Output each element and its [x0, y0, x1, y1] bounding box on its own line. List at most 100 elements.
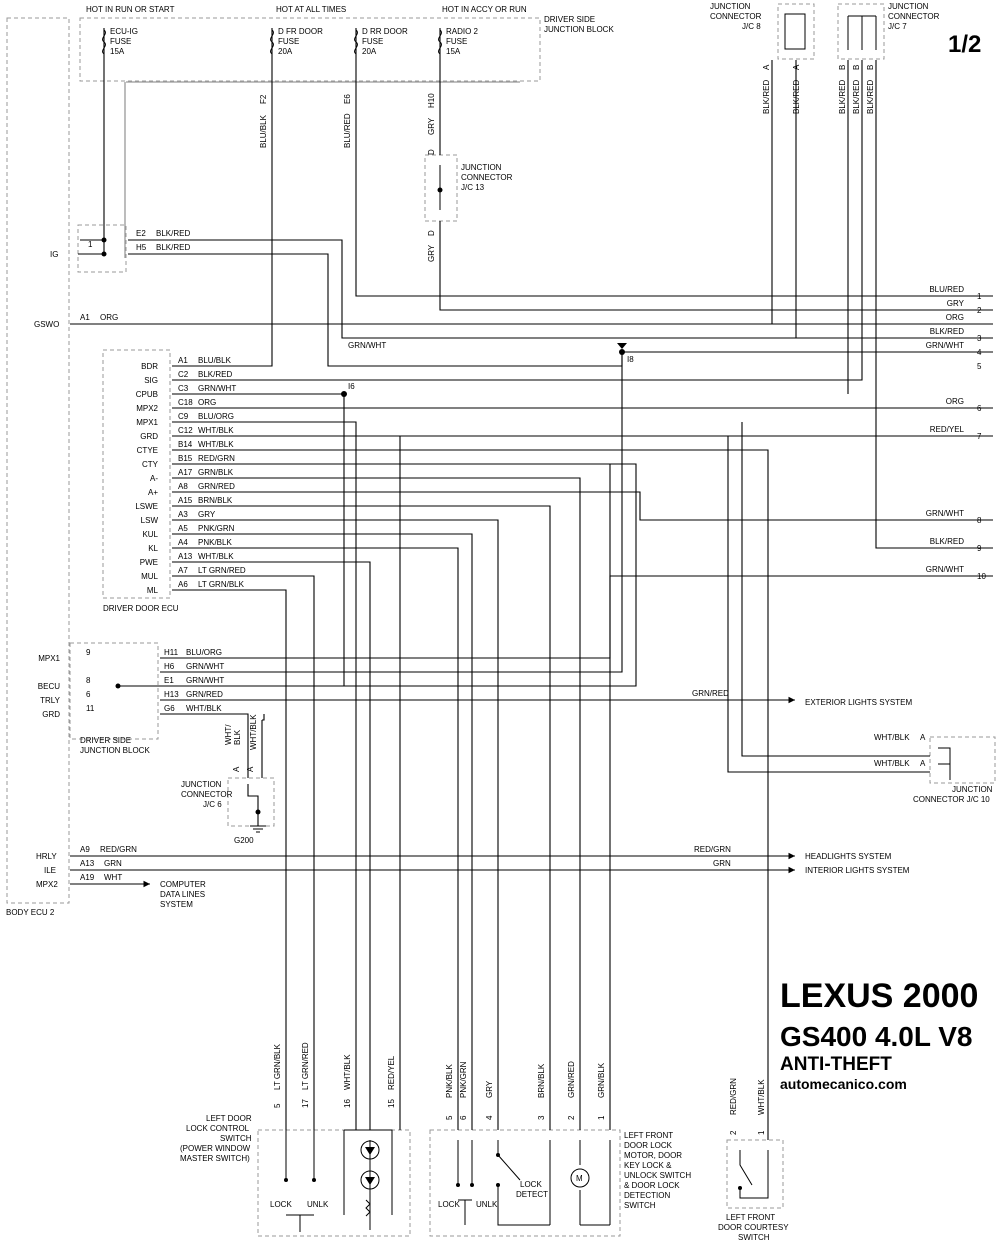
jc10-pin-1: A [920, 733, 926, 742]
door-ecu-pin: A4 [178, 538, 188, 547]
lock-switch-pin-num: 17 [301, 1099, 310, 1108]
motor-pin-wire: PNK/BLK [445, 1064, 454, 1098]
door-lock-motor-outline [429, 1129, 621, 1237]
motor-label-7: DETECTION [624, 1191, 670, 1200]
right-wire-label: ORG [946, 397, 964, 406]
jc7-pin-3: B [866, 65, 875, 70]
page-number: 1/2 [948, 31, 981, 58]
lock-switch-pin-wire: LT GRN/BLK [273, 1043, 282, 1090]
motor-m: M [576, 1174, 583, 1183]
courtesy-label-2: DOOR COURTESY [718, 1223, 789, 1232]
jc8-bar [784, 13, 806, 50]
splice-dots [101, 187, 742, 1190]
jc6-ground: G200 [234, 836, 254, 845]
door-ecu-terminal-mpx1: MPX1 [136, 418, 158, 427]
right-wire-label: GRY [947, 299, 965, 308]
ile-wire-r: GRN [713, 859, 731, 868]
jc13-label-3: J/C 13 [461, 183, 485, 192]
courtesy-pin-num: 1 [757, 1130, 766, 1135]
gswo-wire: ORG [100, 313, 118, 322]
door-ecu-terminal-cty: CTY [142, 460, 159, 469]
lock-switch-lock: LOCK [270, 1200, 292, 1209]
lock-switch-label-4: (POWER WINDOW [180, 1144, 251, 1153]
component-outlines [6, 3, 996, 1237]
splice-i6: I6 [348, 382, 355, 391]
jc6-label-1: JUNCTION [181, 780, 222, 789]
door-ecu-name: DRIVER DOOR ECU [103, 604, 179, 613]
lock-switch-label-2: LOCK CONTROL [186, 1124, 250, 1133]
lock-switch-pin-num: 5 [273, 1103, 282, 1108]
courtesy-label-3: SWITCH [738, 1233, 770, 1242]
right-wire-number: 7 [977, 432, 982, 441]
lock-switch-pin-num: 15 [387, 1099, 396, 1108]
door-ecu-terminal-mul: MUL [141, 572, 158, 581]
jc13-wire: GRY [427, 244, 436, 262]
motor-lock: LOCK [438, 1200, 460, 1209]
fuse-header-run-start: HOT IN RUN OR START [86, 5, 175, 14]
jb-pin: G6 [164, 704, 175, 713]
door-ecu-terminal-mpx2: MPX2 [136, 404, 158, 413]
jc10-outline [929, 736, 996, 784]
hrly-dest: HEADLIGHTS SYSTEM [805, 852, 892, 861]
fuse-ecu-ig-l2: FUSE [110, 37, 131, 46]
lock-switch-label-5: MASTER SWITCH) [180, 1154, 250, 1163]
ig-pin-h5: H5 [136, 243, 147, 252]
motor-detect-2: DETECT [516, 1190, 548, 1199]
right-wire-label: RED/YEL [930, 425, 965, 434]
door-ecu-wire: GRN/WHT [198, 384, 236, 393]
fuse-radio-l3: 15A [446, 47, 461, 56]
led-symbols [360, 1140, 380, 1190]
fuse-wire-blu-blk: BLU/BLK [259, 114, 268, 148]
right-wire-label: GRN/WHT [926, 565, 964, 574]
fuse-radio-l1: RADIO 2 [446, 27, 479, 36]
door-ecu-wire: GRY [198, 510, 216, 519]
jc8-wire-2: BLK/RED [792, 80, 801, 114]
fuse-wire-gry: GRY [427, 117, 436, 135]
jc10-bar [938, 747, 951, 780]
motor-pin-wire: PNK/GRN [459, 1061, 468, 1098]
ig-wire-h5: BLK/RED [156, 243, 190, 252]
jc6-pin-2: A [246, 766, 255, 772]
splice-i8: I8 [627, 355, 634, 364]
hrly-pin: A9 [80, 845, 90, 854]
door-ecu-wire: WHT/BLK [198, 552, 234, 561]
door-ecu-terminal-sig: SIG [144, 376, 158, 385]
door-ecu-terminal-bdr: BDR [141, 362, 158, 371]
courtesy-switch-contact [739, 1150, 769, 1199]
jc8-pin-2: A [792, 64, 801, 70]
courtesy-switch-outline [726, 1139, 784, 1209]
motor-unlk: UNLK [476, 1200, 498, 1209]
lock-switch-pin-wire: RED/YEL [387, 1055, 396, 1090]
fuse-dfr-l1: D FR DOOR [278, 27, 323, 36]
right-wire-label: GRN/WHT [926, 341, 964, 350]
jc7-bar [847, 15, 877, 50]
jb-wire: GRN/RED [186, 690, 223, 699]
door-ecu-pin: B14 [178, 440, 193, 449]
fuse-drr-l3: 20A [362, 47, 377, 56]
fuse-ecu-ig-l3: 15A [110, 47, 125, 56]
door-ecu-pin: A7 [178, 566, 188, 575]
ground-symbol [250, 825, 266, 833]
door-ecu-wire: BRN/BLK [198, 496, 233, 505]
jc13-label-2: CONNECTOR [461, 173, 513, 182]
door-ecu-wire: BLU/ORG [198, 412, 234, 421]
fuse-pin-h10: H10 [427, 93, 436, 108]
motor-pin-wire: BRN/BLK [537, 1063, 546, 1098]
door-ecu-wire: GRN/RED [198, 482, 235, 491]
jc13-pin-top: D [427, 149, 436, 155]
door-ecu-wire: WHT/BLK [198, 440, 234, 449]
jb-terminal-num: 8 [86, 676, 91, 685]
door-ecu-wire: RED/GRN [198, 454, 235, 463]
jb-terminal-label: TRLY [40, 696, 61, 705]
right-wire-number: 9 [977, 544, 982, 553]
body-ecu-name: BODY ECU 2 [6, 908, 55, 917]
jc10-pin-2: A [920, 759, 926, 768]
door-ecu-pin: A13 [178, 552, 193, 561]
mpx2-label: MPX2 [36, 880, 58, 889]
motor-label-6: & DOOR LOCK [624, 1181, 680, 1190]
jb-pin: H6 [164, 662, 175, 671]
door-ecu-terminal-kul: KUL [142, 530, 158, 539]
jb-terminal-label: BECU [38, 682, 60, 691]
